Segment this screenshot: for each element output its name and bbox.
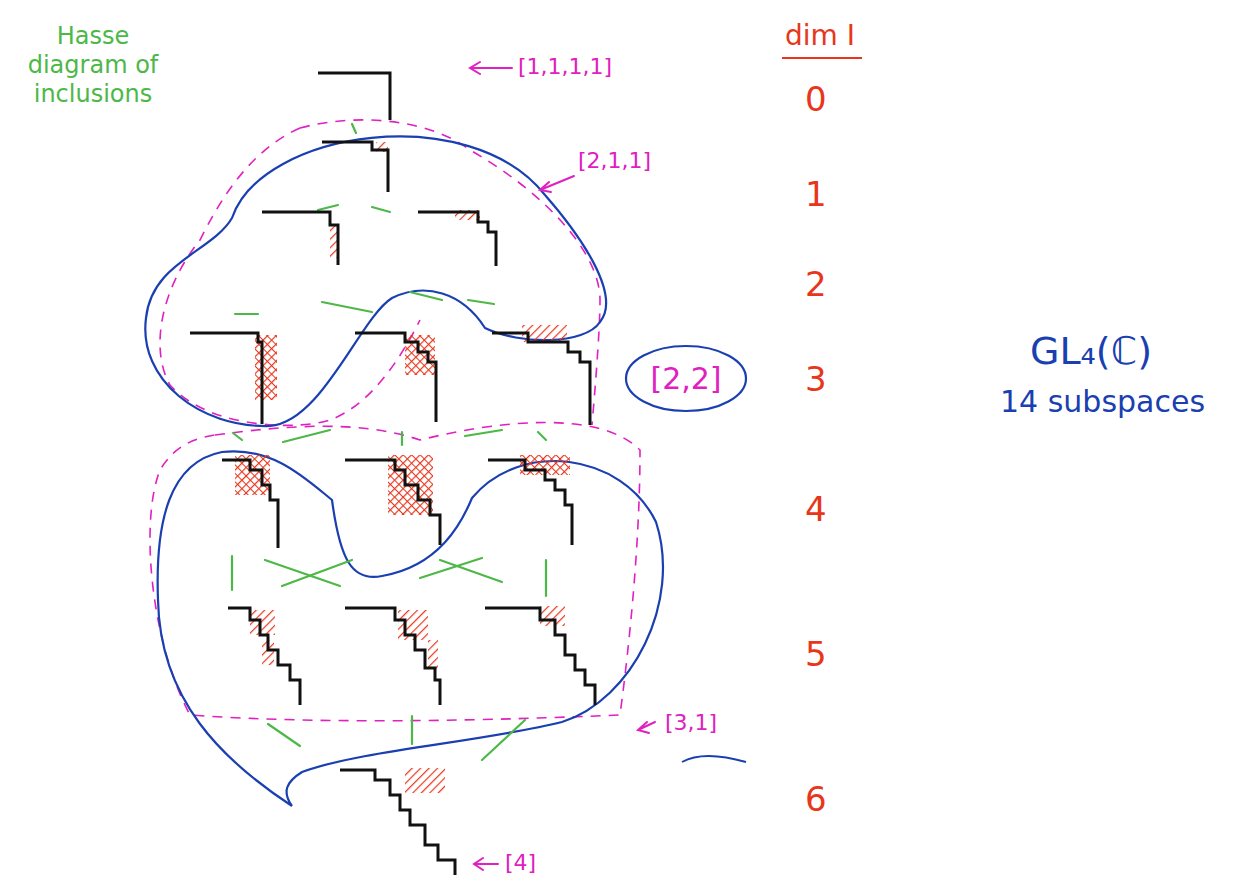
text-label: 2 [805, 265, 827, 304]
underline [782, 57, 862, 59]
orbit-blob [145, 136, 746, 806]
text-label: 14 subspaces [1000, 385, 1205, 420]
text-label: GL₄(ℂ) [1030, 330, 1152, 374]
text-label: 3 [805, 360, 827, 399]
hatch-region [235, 142, 570, 793]
text-label: [4] [505, 850, 536, 875]
text-label: 1 [805, 175, 827, 214]
node-text: [2,2] [650, 361, 721, 396]
text-label: 0 [805, 80, 827, 119]
text-label: 5 [805, 635, 827, 674]
text-label: dim I [785, 20, 855, 52]
text-label: 4 [805, 490, 827, 529]
leader-arrow [470, 62, 655, 870]
text-label: [2,1,1] [578, 148, 651, 173]
text-label: [3,1] [665, 710, 717, 735]
staircase-shape [190, 73, 595, 875]
text-label: [1,1,1,1] [518, 54, 612, 79]
text-label: 6 [805, 780, 827, 819]
circled-label: [2,2] [624, 344, 748, 413]
text-label: Hasse diagram of inclusions [18, 22, 168, 108]
